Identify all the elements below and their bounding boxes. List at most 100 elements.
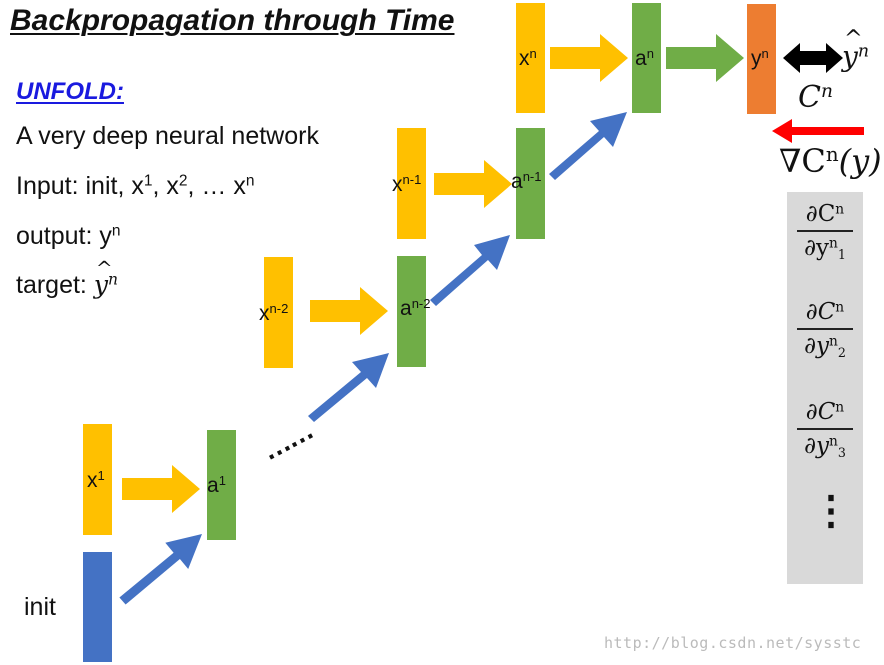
xn2-label: xn-2: [259, 302, 288, 326]
xn1-label: xn-1: [392, 173, 421, 197]
denominator-sub: 2: [837, 344, 846, 360]
compare-double-arrow: [783, 43, 843, 73]
partial-fraction: ∂Cn ∂yn1: [787, 198, 863, 264]
gradient-arg: (y): [838, 142, 882, 180]
vertical-ellipsis: ⋮: [811, 489, 851, 533]
target-sup: n: [107, 270, 118, 289]
fraction-numerator: ∂Cn: [787, 296, 863, 328]
a1-label-base: a: [207, 474, 219, 497]
an1-label: an-1: [511, 170, 542, 194]
input-line-text: Input: init, x: [16, 172, 144, 200]
target-y-hat: y: [94, 256, 113, 299]
xn-block: [516, 3, 545, 113]
numerator-sup: n: [835, 201, 845, 218]
target-label-right: yn: [842, 26, 870, 73]
xn-label: xn: [519, 47, 537, 71]
fraction-denominator: ∂yn2: [787, 330, 863, 362]
xn-label-sup: n: [529, 45, 537, 61]
fraction-bar: [797, 428, 853, 430]
an2-label: an-2: [400, 297, 431, 321]
denominator-text: ∂y: [804, 332, 829, 359]
output-line-text: output: y: [16, 222, 112, 250]
numerator-sup: n: [835, 299, 845, 316]
slide-title: Backpropagation through Time: [10, 4, 455, 37]
an1-label-base: a: [511, 170, 523, 193]
denominator-sub: 3: [837, 444, 846, 460]
partial-derivatives-panel: ∂Cn ∂yn1 ∂Cn ∂yn2 ∂Cn ∂yn3 ⋮: [787, 192, 863, 584]
xn2-label-base: x: [259, 302, 270, 325]
yn-label-base: y: [751, 47, 762, 70]
output-sup: n: [111, 222, 121, 240]
denominator-sup: n: [828, 432, 838, 449]
denominator-sup: n: [828, 332, 838, 349]
xn2-block: [264, 257, 293, 368]
init-label: init: [24, 593, 56, 621]
cost-base: C: [798, 80, 821, 115]
arrow-init-a1: [119, 534, 202, 605]
target-line-text: target:: [16, 271, 94, 299]
arrow-an-yn: [666, 34, 744, 82]
fraction-numerator: ∂Cn: [787, 396, 863, 428]
input-sup-2: 2: [178, 172, 188, 190]
x1-label-sup: 1: [97, 467, 105, 483]
target-right-sup: n: [857, 41, 870, 62]
denominator-text: ∂y: [804, 234, 829, 261]
an-label: an: [635, 47, 654, 71]
numerator-text: ∂C: [805, 201, 836, 227]
input-line-text: , x: [152, 172, 179, 200]
a1-label-sup: 1: [218, 472, 226, 488]
init-block: [83, 552, 112, 662]
xn1-block: [397, 128, 426, 239]
unfold-heading: UNFOLD:: [16, 78, 124, 105]
arrow-an2-an1: [430, 235, 510, 306]
xn1-label-sup: n-1: [402, 171, 422, 187]
an2-block: [397, 256, 426, 367]
backprop-arrow: [772, 119, 864, 143]
x1-label: x1: [87, 469, 105, 493]
target-right-base: y: [842, 26, 863, 73]
an2-label-base: a: [400, 297, 412, 320]
cost-sup: n: [820, 80, 833, 102]
denominator-text: ∂y: [804, 432, 829, 459]
input-line: Input: init, x1, x2, … xn: [16, 172, 254, 201]
an-label-base: a: [635, 47, 647, 70]
denominator-sub: 1: [837, 246, 846, 262]
target-line: target: yn: [16, 256, 118, 300]
input-sup-n: n: [245, 172, 255, 190]
xn1-label-base: x: [392, 173, 403, 196]
yn-label: yn: [751, 47, 769, 71]
an2-label-sup: n-2: [411, 295, 431, 311]
watermark-url: http://blog.csdn.net/sysstc: [604, 634, 862, 652]
description-line: A very deep neural network: [16, 122, 319, 150]
arrow-xn1-an1: [434, 160, 512, 208]
an-block: [632, 3, 661, 113]
yn-block: [747, 4, 776, 114]
arrow-x1-a1: [122, 465, 200, 513]
gradient-sup: n: [825, 143, 839, 167]
an1-block: [516, 128, 545, 239]
input-line-text: , … x: [187, 172, 246, 200]
an-label-sup: n: [646, 45, 654, 61]
numerator-text: ∂C: [805, 299, 836, 325]
arrow-xn2-an2: [310, 287, 388, 335]
gradient-nabla: ∇C: [779, 142, 826, 180]
yn-label-sup: n: [761, 45, 769, 61]
a1-label: a1: [207, 474, 226, 498]
partial-fraction: ∂Cn ∂yn2: [787, 296, 863, 362]
arrow-dots-an2: [308, 353, 389, 422]
fraction-denominator: ∂yn1: [787, 232, 863, 264]
x1-block: [83, 424, 112, 535]
numerator-sup: n: [835, 399, 845, 416]
xn-label-base: x: [519, 47, 530, 70]
xn2-label-sup: n-2: [269, 300, 289, 316]
fraction-bar: [797, 230, 853, 232]
output-line: output: yn: [16, 222, 121, 251]
input-sup-1: 1: [143, 172, 153, 190]
cost-label: Cn: [798, 80, 833, 115]
gradient-label: ∇Cn(y): [779, 142, 882, 180]
a1-block: [207, 430, 236, 540]
numerator-text: ∂C: [805, 399, 836, 425]
x1-label-base: x: [87, 469, 98, 492]
arrow-an1-an: [549, 112, 627, 180]
